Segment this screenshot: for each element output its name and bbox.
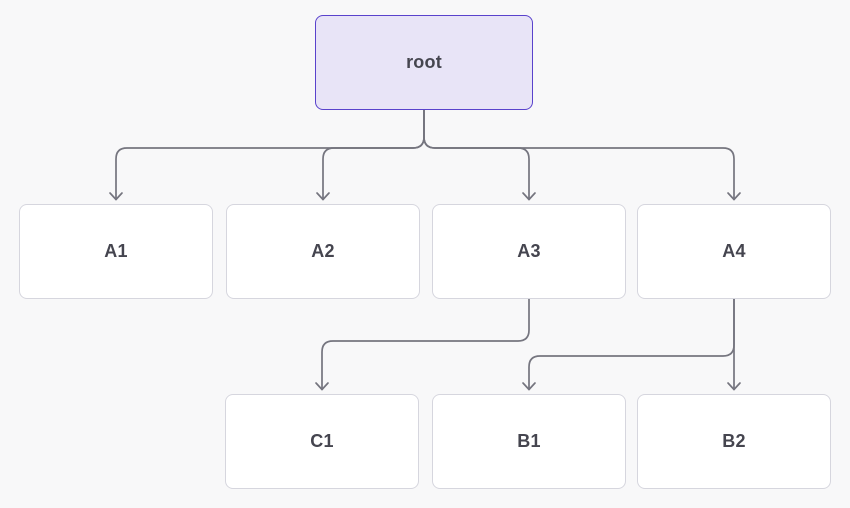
node-A4[interactable]: A4 — [637, 204, 831, 299]
node-label: B2 — [722, 431, 746, 451]
node-label: A3 — [517, 241, 541, 261]
arrowhead-A3-C1 — [315, 382, 329, 391]
arrowhead-root-A3 — [522, 192, 536, 201]
arrowhead-root-A1 — [109, 192, 123, 201]
node-A3[interactable]: A3 — [432, 204, 626, 299]
node-label: C1 — [310, 431, 334, 451]
edge-root-A4 — [423, 109, 735, 201]
node-label: A4 — [722, 241, 746, 261]
node-A2[interactable]: A2 — [226, 204, 420, 299]
node-C1[interactable]: C1 — [225, 394, 419, 489]
edge-A3-C1 — [321, 298, 530, 391]
node-A1[interactable]: A1 — [19, 204, 213, 299]
node-B1[interactable]: B1 — [432, 394, 626, 489]
arrowhead-root-A2 — [316, 192, 330, 201]
arrowhead-A4-B2 — [727, 382, 741, 391]
node-label: A1 — [104, 241, 128, 261]
node-label: A2 — [311, 241, 335, 261]
edge-root-A2 — [322, 109, 425, 201]
arrowhead-root-A4 — [727, 192, 741, 201]
arrowhead-A4-B1 — [522, 382, 536, 391]
node-B2[interactable]: B2 — [637, 394, 831, 489]
node-label: root — [406, 52, 442, 72]
node-label: B1 — [517, 431, 541, 451]
node-root[interactable]: root — [315, 15, 533, 110]
